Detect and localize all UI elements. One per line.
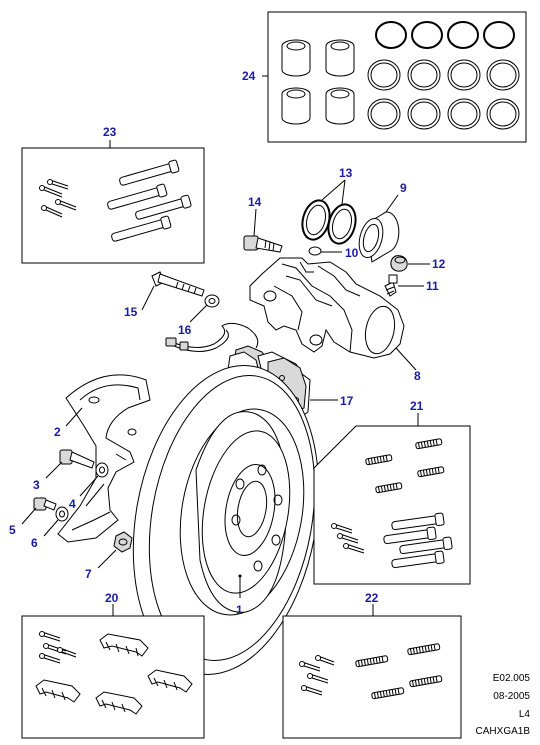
dust-shield-2: 2 [54, 374, 151, 543]
brake-disc-1: 1 [132, 365, 320, 675]
kit-21-pins [383, 512, 453, 569]
washer-4: 4 [69, 462, 109, 511]
kit-22-clips [299, 655, 335, 696]
callout-10: 10 [345, 246, 359, 260]
callout-21: 21 [410, 399, 424, 413]
kit-20-clips [35, 633, 193, 715]
callout-5: 5 [9, 523, 16, 537]
kit-box-24: 24 [242, 11, 527, 143]
kit-box-22: 22 [282, 591, 462, 739]
diagram-level: L4 [518, 709, 530, 720]
callout-6: 6 [31, 536, 38, 550]
callout-23: 23 [103, 125, 117, 139]
callout-9: 9 [400, 181, 407, 195]
kit-21-springs [365, 438, 445, 494]
kit-23-pins [107, 159, 192, 242]
callout-3: 3 [33, 478, 40, 492]
washer-6: 6 [31, 506, 69, 550]
kit-box-23: 23 [21, 125, 205, 264]
caliper-piston-9: 9 [358, 181, 407, 263]
kit-24-pistons [281, 39, 355, 125]
dust-cap-12: 12 [390, 255, 446, 272]
kit-box-21: 21 [313, 399, 471, 585]
kit-20-pins [39, 631, 77, 664]
callout-1: 1 [236, 603, 243, 617]
caliper-body-8: 8 [249, 257, 421, 383]
kit-24-seals [367, 21, 520, 130]
kit-23-clips [39, 179, 77, 218]
callout-12: 12 [432, 257, 446, 271]
shield-bolt-5: 5 [9, 497, 57, 537]
callout-8: 8 [414, 369, 421, 383]
wear-sensor-lead [165, 322, 259, 352]
bleed-screw-11: 11 [384, 274, 439, 297]
callout-20: 20 [105, 591, 119, 605]
callout-2: 2 [54, 425, 61, 439]
kit-box-20: 20 [21, 591, 205, 739]
callout-13: 13 [339, 166, 353, 180]
diagram-date: 08-2005 [493, 691, 530, 702]
callout-17: 17 [340, 394, 354, 408]
callout-7: 7 [85, 567, 92, 581]
callout-4: 4 [69, 497, 76, 511]
caliper-seals-13: 13 [301, 166, 357, 245]
caliper-ring-10: 10 [308, 246, 359, 260]
callout-11: 11 [426, 279, 439, 293]
shield-bolt-3: 3 [33, 449, 95, 492]
callout-22: 22 [365, 591, 379, 605]
callout-14: 14 [248, 195, 262, 209]
diagram-ref: CAHXGA1B [475, 726, 530, 737]
washer-16: 16 [178, 294, 220, 337]
kit-22-springs [355, 643, 443, 700]
callout-15: 15 [124, 305, 138, 319]
kit-21-clips [331, 523, 365, 554]
diagram-code: E02.005 [492, 673, 530, 684]
callout-24: 24 [242, 69, 256, 83]
caliper-bolt-14: 14 [243, 195, 283, 253]
callout-16: 16 [178, 323, 192, 337]
caliper-bolt-15: 15 [124, 271, 205, 319]
nut-7: 7 [85, 531, 133, 581]
